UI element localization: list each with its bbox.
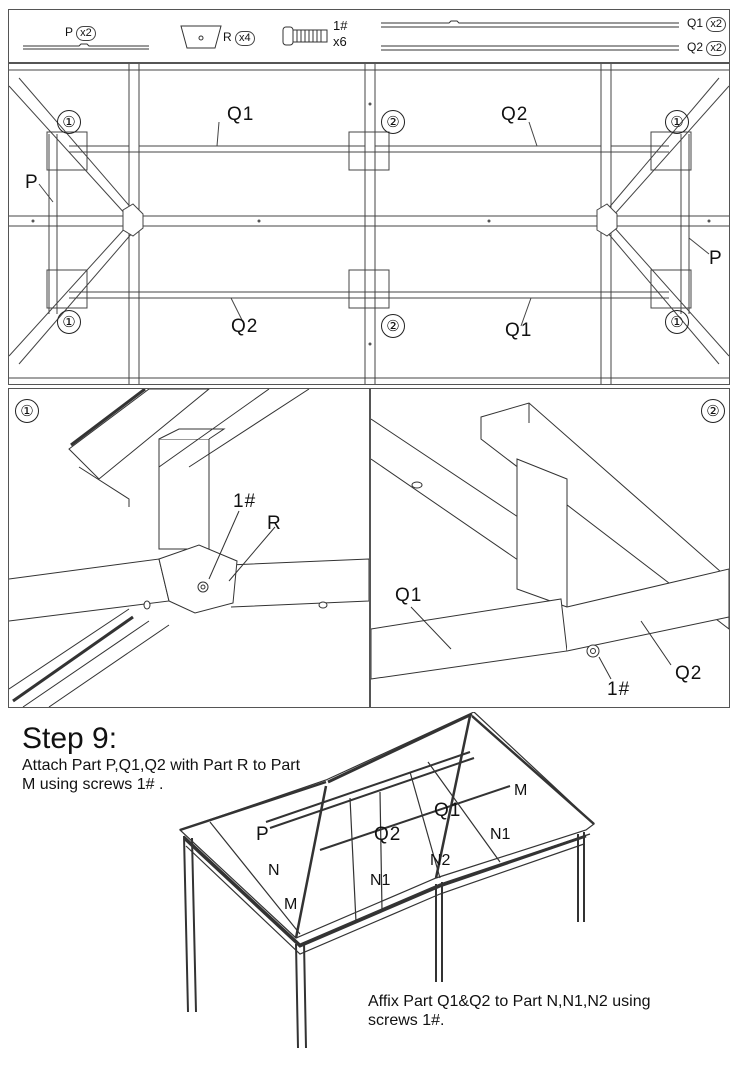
plan-label-p-left: P xyxy=(25,172,39,193)
part-p-label: P x2 xyxy=(65,25,96,41)
plan-label-q1-bottom: Q1 xyxy=(505,320,533,341)
detail-2-q1-label: Q1 xyxy=(395,585,423,606)
plan-label-q1-top: Q1 xyxy=(227,104,255,125)
plan-label-q2-bottom: Q2 xyxy=(231,316,259,337)
step-instruction-1: Attach Part P,Q1,Q2 with Part R to Part … xyxy=(22,757,301,793)
detail-1-drawing xyxy=(9,389,369,707)
screw-drawing xyxy=(282,26,328,46)
step-label-n2: N2 xyxy=(430,852,451,869)
detail-1-badge: ① xyxy=(15,399,39,423)
callout-1-bottom-left: ① xyxy=(57,310,81,334)
step-instruction-2: Affix Part Q1&Q2 to Part N,N1,N2 using s… xyxy=(368,993,651,1029)
detail-1-screw-label: 1# xyxy=(233,491,257,512)
callout-2-top: ② xyxy=(381,110,405,134)
part-r-drawing xyxy=(180,25,222,49)
part-q1-drawing xyxy=(381,20,679,28)
step-title: Step 9: xyxy=(22,722,118,755)
detail-2-q2-label: Q2 xyxy=(675,663,703,684)
parts-drawings xyxy=(23,20,679,51)
parts-strip: P x2 R x4 1#x6 Q1 x2 Q2 x2 xyxy=(8,9,730,63)
step-label-n1-left: N1 xyxy=(370,872,391,889)
screw-label: 1#x6 xyxy=(333,18,348,49)
detail-2-panel: ② Q1 Q2 1# xyxy=(370,388,730,708)
plan-label-p-right: P xyxy=(709,248,723,269)
part-q1-label: Q1 x2 xyxy=(687,16,726,32)
step-label-m-bottom: M xyxy=(284,896,298,913)
step-label-n: N xyxy=(268,862,280,879)
part-q2-label: Q2 x2 xyxy=(687,40,726,56)
part-q2-drawing xyxy=(381,45,679,51)
part-p-drawing xyxy=(23,43,149,50)
detail-2-screw-label: 1# xyxy=(607,679,631,700)
step-label-p: P xyxy=(256,824,270,845)
callout-1-bottom-right: ① xyxy=(665,310,689,334)
detail-1-part-r-label: R xyxy=(267,513,282,534)
roof-plan-drawing xyxy=(9,64,729,384)
detail-2-badge: ② xyxy=(701,399,725,423)
callout-1-top-right: ① xyxy=(665,110,689,134)
gazebo-assembly-drawing xyxy=(178,712,595,1049)
plan-view-panel: ① ① ① ① ② ② Q1 Q2 Q2 Q1 P P xyxy=(8,63,730,385)
detail-1-panel: ① 1# R xyxy=(8,388,370,708)
plan-label-q2-top: Q2 xyxy=(501,104,529,125)
callout-1-top-left: ① xyxy=(57,110,81,134)
step-label-q1: Q1 xyxy=(434,800,462,821)
detail-2-drawing xyxy=(371,402,729,680)
step-label-n1-right: N1 xyxy=(490,826,511,843)
part-r-label: R x4 xyxy=(223,30,255,46)
step-label-q2: Q2 xyxy=(374,824,402,845)
step-label-m-top: M xyxy=(514,782,528,799)
callout-2-bottom: ② xyxy=(381,314,405,338)
